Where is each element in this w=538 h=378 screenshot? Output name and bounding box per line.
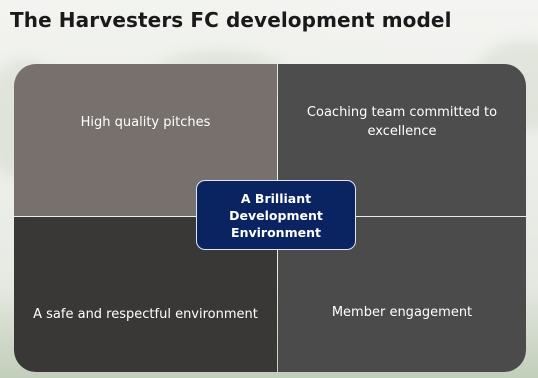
center-label: A Brilliant Development Environment <box>229 190 323 240</box>
quadrant-label: Coaching team committed to excellence <box>306 105 498 139</box>
quadrant-label: High quality pitches <box>80 114 211 130</box>
center-box: A Brilliant Development Environment <box>196 180 356 250</box>
quadrant-label: Member engagement <box>331 305 473 320</box>
quadrant-label: A safe and respectful environment <box>33 307 258 322</box>
page-title: The Harvesters FC development model <box>10 8 452 32</box>
